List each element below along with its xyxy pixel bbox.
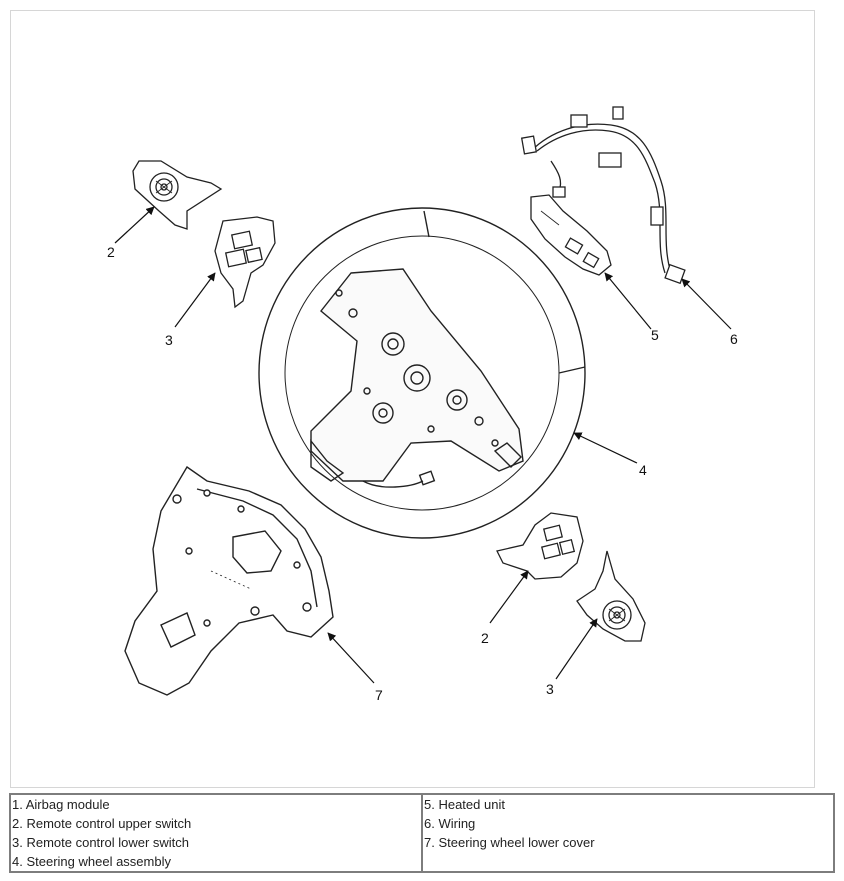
exploded-diagram: 2 3 5 6 4 7 2 3: [10, 10, 815, 788]
callout-4: 4: [639, 462, 647, 478]
legend-right-column: 5. Heated unit 6. Wiring 7. Steering whe…: [421, 793, 835, 873]
parts-legend: 1. Airbag module 2. Remote control upper…: [9, 793, 835, 873]
remote-control-upper-switch-right: [496, 512, 584, 580]
legend-item: 5. Heated unit: [424, 797, 505, 812]
callout-3-left: 3: [165, 332, 173, 348]
legend-item: 1. Airbag module: [12, 797, 110, 812]
callout-3-right: 3: [546, 681, 554, 697]
legend-item: 6. Wiring: [424, 816, 476, 831]
callout-5: 5: [651, 327, 659, 343]
remote-control-lower-switch-left: [214, 216, 276, 309]
remote-control-lower-switch-right: [576, 550, 646, 642]
leader-lines: [114, 206, 732, 684]
remote-control-upper-switch-left: [132, 160, 223, 230]
diagram-drawing: [114, 106, 732, 696]
callout-7: 7: [375, 687, 383, 703]
legend-left-column: 1. Airbag module 2. Remote control upper…: [9, 793, 423, 873]
legend-item: 3. Remote control lower switch: [12, 835, 190, 850]
callout-2-lower-right: 2: [481, 630, 489, 646]
steering-wheel-lower-cover: [124, 465, 334, 696]
legend-item: 2. Remote control upper switch: [12, 816, 192, 831]
steering-wheel-assembly: [258, 207, 586, 539]
legend-item: 7. Steering wheel lower cover: [424, 835, 595, 850]
callout-6: 6: [730, 331, 738, 347]
heated-unit: [530, 194, 612, 276]
callout-2-upper-left: 2: [107, 244, 115, 260]
legend-item: 4. Steering wheel assembly: [12, 854, 171, 869]
wiring: [520, 106, 686, 285]
